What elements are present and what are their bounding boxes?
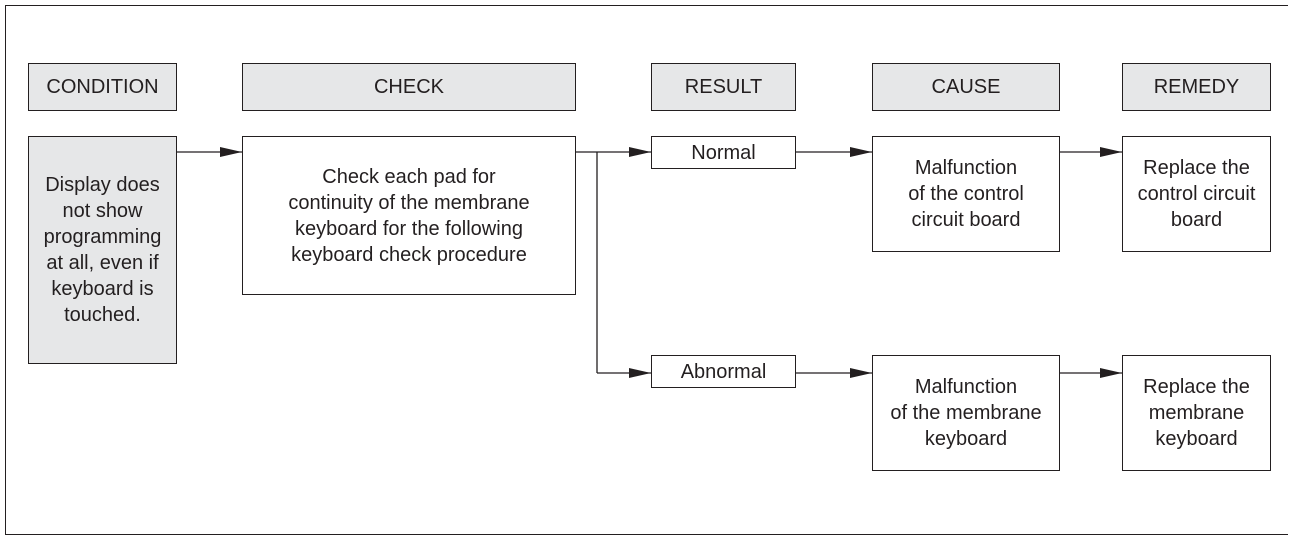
remedy-abnormal-box: Replace the membrane keyboard bbox=[1122, 355, 1271, 471]
result-abnormal-box: Abnormal bbox=[651, 355, 796, 388]
header-cause: CAUSE bbox=[872, 63, 1060, 111]
condition-box: Display does not show programming at all… bbox=[28, 136, 177, 364]
header-check: CHECK bbox=[242, 63, 576, 111]
header-remedy: REMEDY bbox=[1122, 63, 1271, 111]
cause-normal-box: Malfunction of the control circuit board bbox=[872, 136, 1060, 252]
remedy-normal-box: Replace the control circuit board bbox=[1122, 136, 1271, 252]
diagram-frame bbox=[5, 5, 1288, 535]
cause-abnormal-box: Malfunction of the membrane keyboard bbox=[872, 355, 1060, 471]
header-condition: CONDITION bbox=[28, 63, 177, 111]
result-normal-box: Normal bbox=[651, 136, 796, 169]
check-box: Check each pad for continuity of the mem… bbox=[242, 136, 576, 295]
header-result: RESULT bbox=[651, 63, 796, 111]
